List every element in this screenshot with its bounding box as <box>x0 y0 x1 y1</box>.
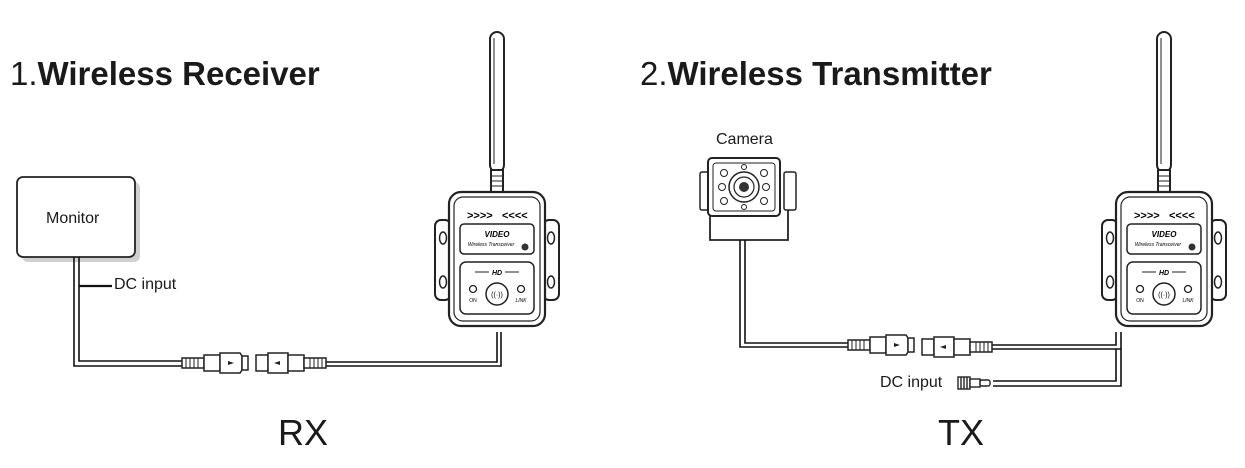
tx-cable <box>739 240 1122 387</box>
rx-connector-right <box>255 352 327 374</box>
monitor-label: Monitor <box>46 210 100 227</box>
tx-label: TX <box>938 412 985 453</box>
rx-hd-label: HD <box>492 270 502 277</box>
receiver-number: 1. <box>10 55 38 92</box>
rx-device-subtitle: Wireless Transceiver <box>468 242 515 248</box>
tx-connector-left <box>847 334 915 356</box>
tx-arrows-left: >>>> <box>1134 210 1160 222</box>
tx-device-name: VIDEO <box>1152 230 1178 239</box>
transmitter-number: 2. <box>640 55 668 92</box>
tx-device-subtitle: Wireless Transceiver <box>1135 242 1182 248</box>
camera-label: Camera <box>716 131 773 148</box>
rx-arrows-left: >>>> <box>467 210 493 222</box>
tx-dc-input-label: DC input <box>880 374 943 391</box>
rx-link-label: LINK <box>515 298 527 304</box>
transmitter-title: 2.Wireless Transmitter <box>640 55 992 93</box>
tx-hd-label: HD <box>1159 270 1169 277</box>
receiver-title: 1.Wireless Receiver <box>10 55 320 93</box>
rx-transceiver: >>>> <<<< VIDEO Wireless Transceiver HD … <box>433 30 561 328</box>
tx-arrows-right: <<<< <box>1169 210 1195 222</box>
rx-on-label: ON <box>469 298 477 304</box>
tx-pair-symbol: ((·)) <box>1158 292 1170 299</box>
rx-arrows-right: <<<< <box>502 210 528 222</box>
tx-link-label: LINK <box>1182 298 1194 304</box>
rx-cable <box>73 257 502 367</box>
camera-drawing <box>699 157 797 241</box>
rx-dc-input-label: DC input <box>114 276 177 293</box>
tx-connector-right <box>921 336 993 358</box>
rx-device-name: VIDEO <box>485 230 511 239</box>
monitor-box <box>16 176 140 262</box>
rx-connector-left <box>181 352 249 374</box>
dc-plug-icon <box>957 376 991 390</box>
transmitter-title-text: Wireless Transmitter <box>667 55 992 92</box>
tx-on-label: ON <box>1136 298 1144 304</box>
rx-pair-symbol: ((·)) <box>491 292 503 299</box>
tx-transceiver: >>>> <<<< VIDEO Wireless Transceiver HD … <box>1100 30 1228 328</box>
receiver-title-text: Wireless Receiver <box>37 55 320 92</box>
rx-label: RX <box>278 412 329 453</box>
